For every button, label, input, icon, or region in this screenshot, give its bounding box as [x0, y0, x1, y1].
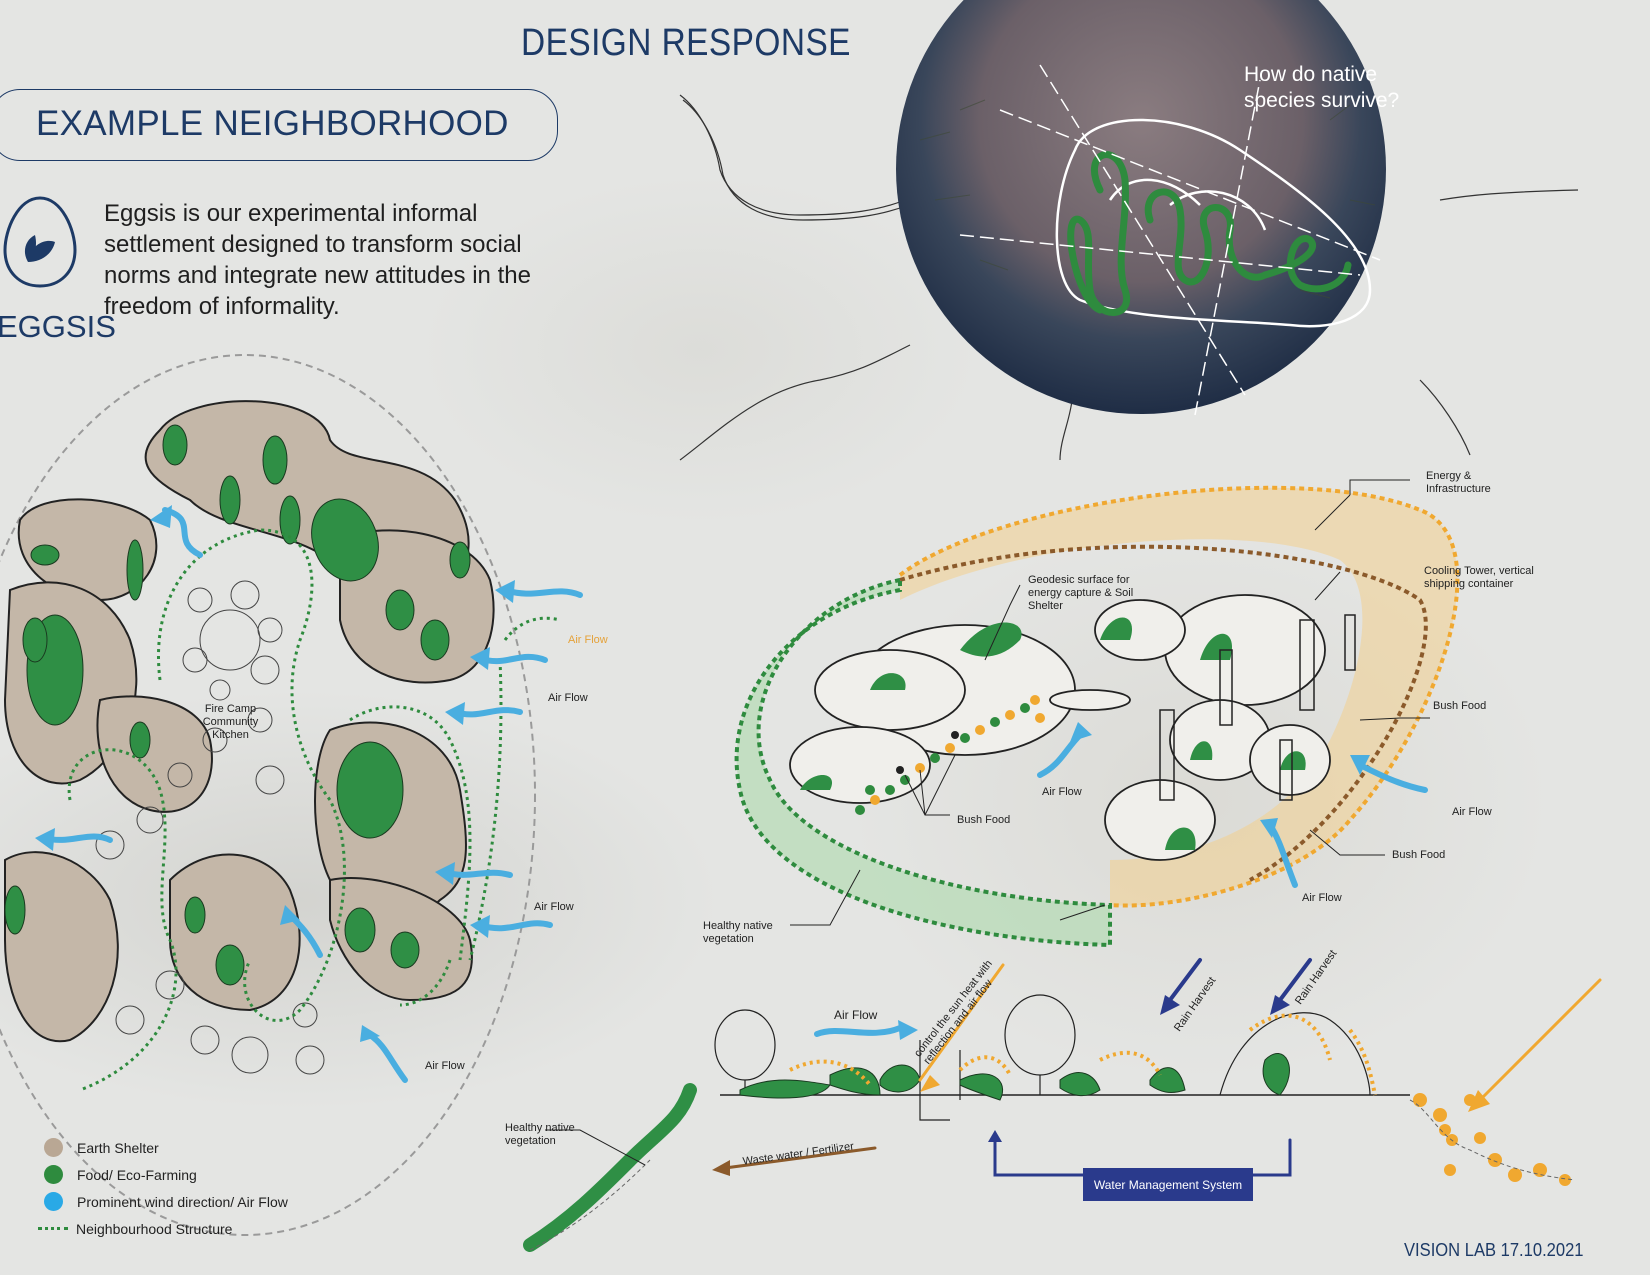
legend-label: Food/ Eco-Farming [77, 1166, 197, 1183]
fire-camp-label: Fire Camp Community Kitchen [202, 703, 259, 741]
page-title: DESIGN RESPONSE [521, 22, 851, 64]
food-swatch [44, 1165, 63, 1184]
legend-label: Earth Shelter [77, 1139, 159, 1156]
legend-label: Prominent wind direction/ Air Flow [77, 1193, 288, 1210]
footer-text: VISION LAB 17.10.2021 [1404, 1240, 1584, 1260]
air-flow-orange-label: Air Flow [568, 634, 608, 646]
axon-air-flow-label-2: Air Flow [1452, 806, 1492, 818]
question-text: How do native species survive? [1244, 63, 1400, 112]
legend-item-earth-shelter: Earth Shelter [44, 1134, 288, 1161]
axonometric-view [734, 479, 1460, 948]
air-flow-label-1: Air Flow [548, 692, 588, 704]
structure-swatch [38, 1227, 68, 1230]
cooling-tower-label: Cooling Tower, vertical shipping contain… [1424, 565, 1534, 590]
water-management-box: Water Management System [1083, 1168, 1253, 1201]
axon-air-flow-label-1: Air Flow [1042, 786, 1082, 798]
neighbourhood-plan [0, 354, 583, 1236]
legend: Earth Shelter Food/ Eco-Farming Prominen… [38, 1134, 288, 1242]
eggsis-logo-icon [3, 196, 77, 288]
geodesic-label: Geodesic surface for energy capture & So… [1028, 574, 1134, 612]
energy-label: Energy & Infrastructure [1426, 470, 1491, 495]
section-title: EXAMPLE NEIGHBORHOOD [36, 104, 509, 143]
legend-item-structure: Neighbourhood Structure [38, 1215, 288, 1242]
earth-shelter-swatch [44, 1138, 63, 1157]
bush-food-label-2: Bush Food [957, 814, 1011, 826]
air-flow-swatch [44, 1192, 63, 1211]
legend-item-air-flow: Prominent wind direction/ Air Flow [44, 1188, 288, 1215]
bush-food-label-1: Bush Food [1433, 700, 1487, 712]
legend-label: Neighbourhood Structure [76, 1220, 233, 1237]
legend-item-food: Food/ Eco-Farming [44, 1161, 288, 1188]
intro-text: Eggsis is our experimental informal sett… [104, 200, 531, 320]
aerial-circle [896, 0, 1386, 416]
air-flow-label-3: Air Flow [425, 1060, 465, 1072]
section-vegetation-label: Healthy native vegetation [505, 1122, 575, 1147]
axon-air-flow-label-3: Air Flow [1302, 892, 1342, 904]
bush-food-label-3: Bush Food [1392, 849, 1446, 861]
site-sketch-lines [679, 94, 1579, 461]
section-title-box [0, 89, 558, 161]
air-flow-label-2: Air Flow [534, 901, 574, 913]
section-air-flow-label: Air Flow [834, 1008, 878, 1022]
section-view [523, 958, 1602, 1252]
logo-text: EGGSIS [0, 309, 116, 344]
axon-vegetation-label: Healthy native vegetation [703, 920, 773, 945]
